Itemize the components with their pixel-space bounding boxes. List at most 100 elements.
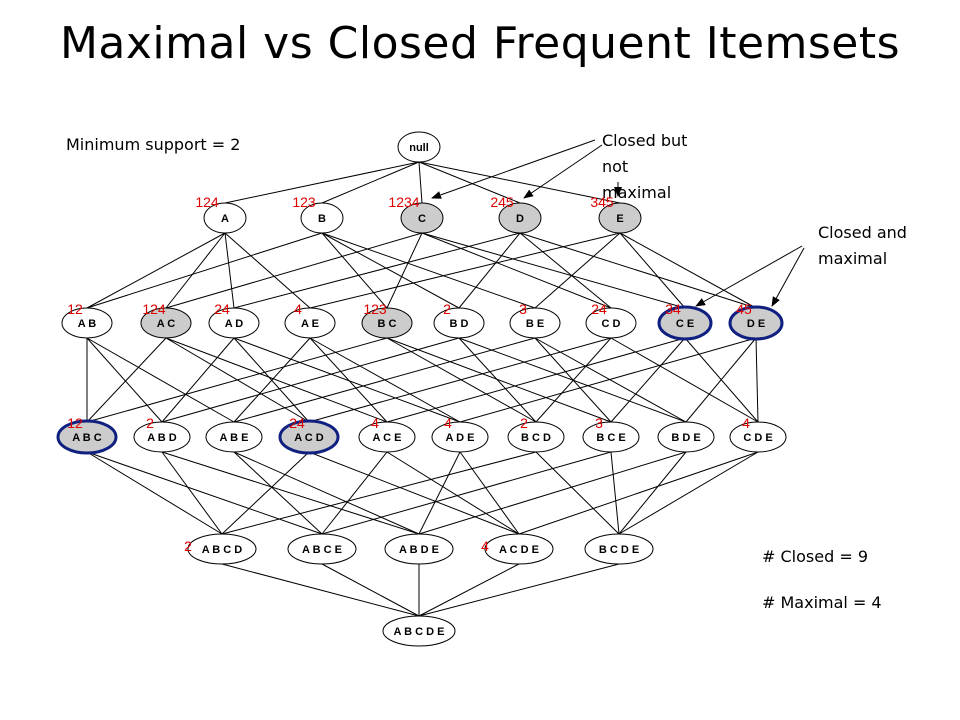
lattice-edge bbox=[386, 337, 612, 423]
lattice-edge bbox=[386, 337, 686, 423]
node-ellipse bbox=[729, 421, 787, 453]
itemset-node-ab: A B12 bbox=[61, 301, 113, 339]
lattice-edges bbox=[86, 161, 759, 617]
node-ellipse bbox=[582, 421, 640, 453]
node-ellipse bbox=[484, 533, 554, 565]
lattice-edge bbox=[535, 337, 612, 423]
lattice-edge bbox=[233, 232, 521, 309]
support-tids: 2 bbox=[146, 415, 154, 431]
lattice-edge bbox=[86, 337, 388, 423]
node-ellipse bbox=[584, 533, 654, 565]
itemset-node-be: B E3 bbox=[509, 301, 561, 339]
support-tids: 1234 bbox=[388, 194, 419, 210]
node-label: B D bbox=[450, 318, 469, 330]
lattice-edge bbox=[321, 232, 388, 309]
node-ellipse bbox=[61, 307, 113, 339]
node-label: A B bbox=[78, 318, 97, 330]
node-label: A B C E bbox=[302, 544, 342, 556]
lattice-edge bbox=[755, 337, 759, 423]
node-ellipse bbox=[498, 202, 542, 234]
node-ellipse bbox=[507, 421, 565, 453]
node-label: null bbox=[409, 142, 429, 154]
itemset-node-de: D E45 bbox=[728, 301, 784, 341]
node-ellipse bbox=[509, 307, 561, 339]
callout-arrow bbox=[695, 245, 803, 307]
itemset-node-bde: B D E bbox=[657, 421, 715, 453]
support-tids: 3 bbox=[595, 415, 603, 431]
itemset-node-acd: A C D24 bbox=[278, 415, 340, 455]
node-label: C E bbox=[676, 318, 694, 330]
callout-arrow bbox=[523, 144, 603, 199]
node-label: A D E bbox=[446, 432, 475, 444]
node-label: B bbox=[318, 213, 326, 225]
support-tids: 2 bbox=[520, 415, 528, 431]
node-ellipse bbox=[384, 533, 454, 565]
support-tids: 45 bbox=[736, 301, 752, 317]
itemset-node-cd: C D24 bbox=[585, 301, 637, 339]
support-tids: 34 bbox=[665, 301, 681, 317]
lattice-edge bbox=[458, 232, 521, 309]
itemset-node-ad: A D24 bbox=[208, 301, 260, 339]
support-tids: 2 bbox=[184, 538, 192, 554]
lattice-edge bbox=[224, 161, 420, 204]
lattice-edge bbox=[619, 232, 686, 309]
itemset-node-null: null bbox=[397, 131, 441, 163]
maximal-ring bbox=[657, 305, 713, 341]
node-ellipse bbox=[400, 202, 444, 234]
node-label: A D bbox=[225, 318, 244, 330]
lattice-edge bbox=[165, 232, 423, 309]
itemset-node-bcd: B C D2 bbox=[507, 415, 565, 453]
itemset-node-ae: A E4 bbox=[284, 301, 336, 339]
support-tids: 12 bbox=[67, 415, 83, 431]
lattice-edge bbox=[534, 337, 687, 423]
support-tids: 24 bbox=[289, 415, 305, 431]
lattice-edge bbox=[165, 232, 226, 309]
node-ellipse bbox=[140, 307, 192, 339]
node-label: A B C D bbox=[202, 544, 243, 556]
support-tids: 4 bbox=[742, 415, 750, 431]
support-tids: 124 bbox=[195, 194, 219, 210]
node-ellipse bbox=[431, 421, 489, 453]
lattice-edge bbox=[233, 451, 323, 535]
lattice-edge bbox=[321, 451, 388, 535]
itemset-node-abcde: A B C D E bbox=[382, 615, 456, 647]
node-ellipse bbox=[208, 307, 260, 339]
lattice-edge bbox=[221, 563, 420, 617]
lattice-edge bbox=[459, 451, 520, 535]
itemset-node-abe: A B E bbox=[205, 421, 263, 453]
support-tids: 24 bbox=[214, 301, 230, 317]
maximal-ring bbox=[56, 419, 118, 455]
lattice-edge bbox=[309, 337, 388, 423]
lattice-edge bbox=[386, 232, 423, 309]
lattice-edge bbox=[534, 232, 621, 309]
lattice-edge bbox=[161, 451, 420, 535]
lattice-edge bbox=[418, 451, 461, 535]
lattice-edge bbox=[86, 337, 167, 423]
node-ellipse bbox=[205, 421, 263, 453]
support-tids: 24 bbox=[591, 301, 607, 317]
lattice-edge bbox=[618, 451, 687, 535]
itemset-node-bce: B C E3 bbox=[582, 415, 640, 453]
callout-line: maximal bbox=[818, 249, 888, 268]
lattice-edge bbox=[233, 451, 420, 535]
page-title: Maximal vs Closed Frequent Itemsets bbox=[59, 18, 901, 69]
itemset-node-acde: A C D E4 bbox=[481, 533, 554, 565]
lattice-edge bbox=[86, 337, 163, 423]
support-tids: 345 bbox=[590, 194, 614, 210]
node-label: D bbox=[516, 213, 524, 225]
node-label: A C D E bbox=[499, 544, 539, 556]
callout-line: Closed and bbox=[818, 223, 907, 242]
support-tids: 3 bbox=[519, 301, 527, 317]
node-label: B C bbox=[378, 318, 397, 330]
node-ellipse bbox=[397, 131, 441, 163]
support-tids: 4 bbox=[371, 415, 379, 431]
lattice-edge bbox=[619, 232, 757, 309]
lattice-edge bbox=[386, 451, 520, 535]
itemset-node-ade: A D E4 bbox=[431, 415, 489, 453]
node-ellipse bbox=[300, 202, 344, 234]
lattice-edge bbox=[459, 337, 757, 423]
lattice-edge bbox=[418, 161, 621, 204]
